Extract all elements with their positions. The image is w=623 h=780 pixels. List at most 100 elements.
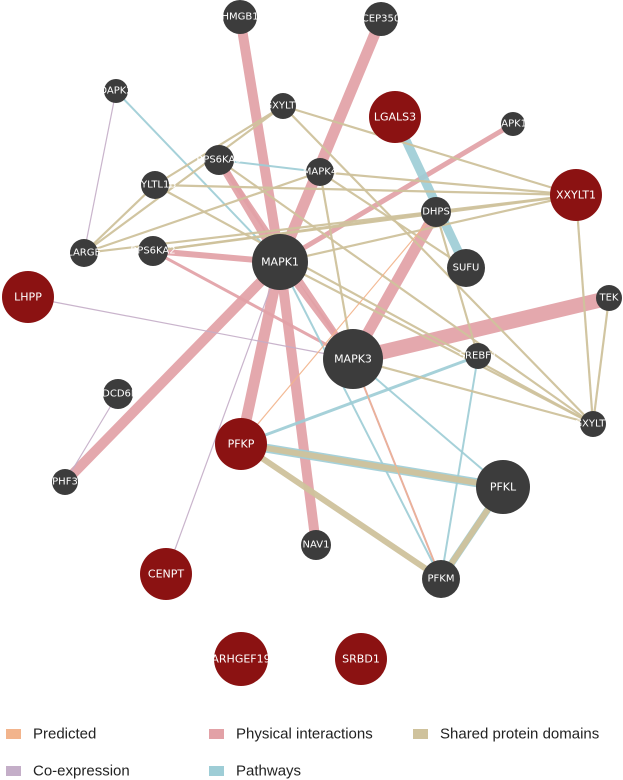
node-circle-mapk12[interactable]: [501, 112, 525, 136]
edge-pathways-mapk1-pfkm: [279, 261, 442, 580]
node-circle-arhgef19[interactable]: [214, 632, 268, 686]
node-nav1[interactable]: NAV1: [301, 530, 331, 560]
node-circle-tek[interactable]: [596, 285, 622, 311]
node-circle-sufu[interactable]: [447, 249, 485, 287]
node-label-cep350: CEP350: [362, 14, 400, 25]
node-gxylt2[interactable]: GXYLT2: [574, 411, 612, 437]
node-gxylt1[interactable]: GXYLT1: [264, 93, 302, 119]
edge-coexpression-pdcd6ip-phf3: [64, 393, 119, 483]
node-label-mapk4: MAPK4: [303, 167, 337, 178]
node-rps6ka3[interactable]: RPS6KA3: [196, 145, 242, 175]
edge-shared_domains-mapk4-xxylt1: [319, 170, 577, 197]
node-circle-pfkm[interactable]: [422, 560, 460, 598]
node-circle-cep350[interactable]: [364, 2, 398, 36]
node-circle-rps6ka2[interactable]: [138, 236, 168, 266]
edge-pathways-srebf1-pfkm: [440, 355, 479, 580]
edge-coexpression-lhpp-mapk3: [27, 296, 354, 360]
legend-swatch-physical: [209, 729, 224, 739]
node-label-srebf1: SREBF1: [459, 351, 498, 362]
edge-coexpression-cenpt-mapk1: [165, 261, 281, 575]
node-srebf1[interactable]: SREBF1: [459, 343, 498, 369]
node-mapk4[interactable]: MAPK4: [303, 158, 337, 186]
edge-physical-mapk1-mapk12: [278, 121, 515, 265]
edge-shared_domains-rps6ka3-gxylt2: [218, 159, 594, 425]
node-label-phf3: PHF3: [52, 477, 78, 488]
node-label-mapk1: MAPK1: [261, 256, 299, 269]
node-lgals3[interactable]: LGALS3: [369, 91, 421, 143]
node-mapk12[interactable]: MAPK12: [493, 112, 534, 136]
node-label-mapk3: MAPK3: [334, 353, 372, 366]
node-dapk2[interactable]: DAPK2: [99, 79, 133, 103]
node-circle-gxylt1[interactable]: [270, 93, 296, 119]
node-circle-lgals3[interactable]: [369, 91, 421, 143]
node-cenpt[interactable]: CENPT: [140, 548, 192, 600]
node-circle-cenpt[interactable]: [140, 548, 192, 600]
edge-shared_domains-gxylt1-gxylt2: [282, 105, 594, 425]
node-pfkm[interactable]: PFKM: [422, 560, 460, 598]
legend-swatch-predicted: [6, 729, 21, 739]
node-circle-rps6ka3[interactable]: [204, 145, 234, 175]
node-label-gxylt1: GXYLT1: [264, 101, 301, 112]
edge-shared_domains-mapk3-gxylt2: [352, 357, 594, 426]
node-pdcd6ip[interactable]: PDCD6IP: [96, 379, 140, 409]
node-label-sufu: SUFU: [453, 263, 480, 274]
node-circle-srebf1[interactable]: [465, 343, 491, 369]
node-phf3[interactable]: PHF3: [52, 469, 78, 495]
node-circle-nav1[interactable]: [301, 530, 331, 560]
node-circle-large[interactable]: [70, 239, 98, 267]
node-label-large: LARGE: [67, 248, 101, 259]
node-label-pdcd6ip: PDCD6IP: [96, 389, 140, 400]
node-circle-pfkp[interactable]: [215, 418, 267, 470]
node-circle-dhps[interactable]: [421, 197, 451, 227]
legend-swatch-coexpression: [6, 766, 21, 776]
edge-shared_domains-xxylt1-gxylt2: [574, 194, 595, 425]
node-label-rps6ka2: RPS6KA2: [130, 246, 175, 257]
node-label-arhgef19: ARHGEF19: [211, 653, 270, 666]
node-circle-gyltl1b[interactable]: [141, 171, 169, 199]
node-circle-mapk1[interactable]: [252, 234, 308, 290]
node-pfkp[interactable]: PFKP: [215, 418, 267, 470]
node-layer: HMGB1 CEP350DAPK2GXYLT1LGALS3MAPK12RPS6KA…: [2, 0, 622, 686]
node-circle-phf3[interactable]: [52, 469, 78, 495]
node-circle-gxylt2[interactable]: [580, 411, 606, 437]
edge-shared_domains-mapk1-xxylt1: [279, 193, 577, 264]
node-circle-mapk4[interactable]: [306, 158, 334, 186]
node-large[interactable]: LARGE: [67, 239, 101, 267]
node-pfkl[interactable]: PFKL: [476, 460, 530, 514]
node-dhps[interactable]: DHPS: [421, 197, 451, 227]
node-gyltl1b[interactable]: GYLTL1B: [134, 171, 177, 199]
node-xxylt1[interactable]: XXYLT1: [550, 169, 602, 221]
node-circle-dapk2[interactable]: [104, 79, 128, 103]
legend-label-pathways: Pathways: [236, 763, 301, 780]
node-label-mapk12: MAPK12: [493, 119, 534, 130]
legend-label-shared_domains: Shared protein domains: [440, 726, 599, 743]
edge-shared_domains-gyltl1b-gxylt2: [154, 184, 594, 425]
node-cep350[interactable]: CEP350: [362, 2, 400, 36]
node-circle-xxylt1[interactable]: [550, 169, 602, 221]
node-mapk3[interactable]: MAPK3: [323, 329, 383, 389]
node-arhgef19[interactable]: ARHGEF19: [211, 632, 271, 686]
node-label-cenpt: CENPT: [148, 568, 184, 581]
node-srbd1[interactable]: SRBD1: [335, 633, 387, 685]
node-label-tek: TEK: [599, 293, 619, 304]
node-circle-srbd1[interactable]: [335, 633, 387, 685]
node-tek[interactable]: TEK: [596, 285, 622, 311]
edge-shared_domains-pfkp-pfkl: [240, 441, 504, 490]
edge-shared_domains-mapk4-mapk3: [318, 171, 355, 360]
node-circle-pdcd6ip[interactable]: [103, 379, 133, 409]
node-circle-mapk3[interactable]: [323, 329, 383, 389]
node-label-dapk2: DAPK2: [99, 86, 132, 97]
node-circle-pfkl[interactable]: [476, 460, 530, 514]
node-mapk1[interactable]: MAPK1: [252, 234, 308, 290]
edge-pathways-pfkp-srebf1: [240, 354, 479, 446]
node-sufu[interactable]: SUFU: [447, 249, 485, 287]
node-lhpp[interactable]: LHPP: [2, 271, 54, 323]
node-label-pfkl: PFKL: [490, 481, 517, 494]
node-circle-hmgb1[interactable]: [223, 0, 257, 34]
node-rps6ka2[interactable]: RPS6KA2: [130, 236, 176, 266]
node-hmgb1[interactable]: HMGB1: [221, 0, 259, 34]
node-label-gyltl1b: GYLTL1B: [134, 180, 177, 191]
node-circle-lhpp[interactable]: [2, 271, 54, 323]
node-label-lgals3: LGALS3: [374, 111, 416, 124]
